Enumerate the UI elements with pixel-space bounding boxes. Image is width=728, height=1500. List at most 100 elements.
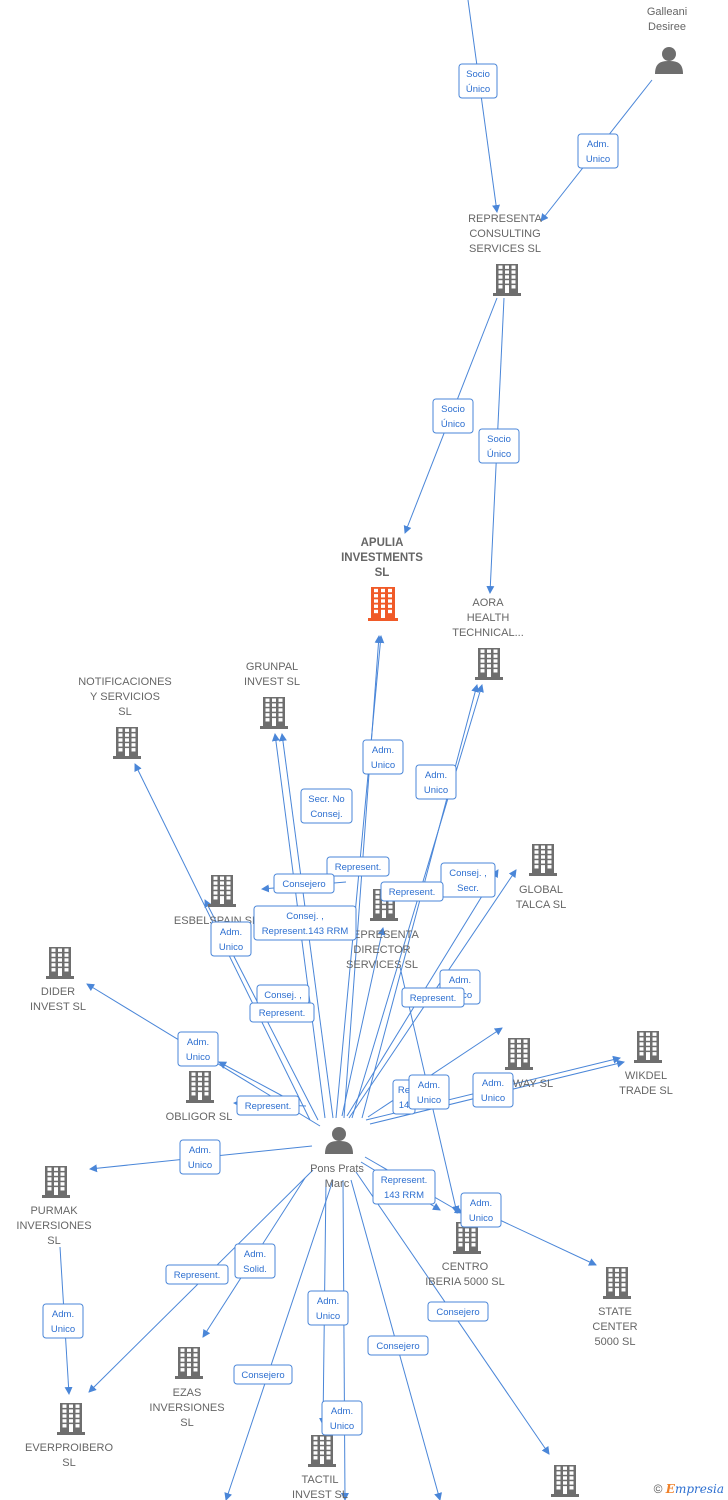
- edge-label-text: Consej.: [310, 809, 342, 820]
- edge-label-e21[interactable]: Adm.Unico: [408, 1074, 450, 1110]
- edge-label-e16[interactable]: Consej. ,: [256, 984, 310, 1005]
- edge-label-text: Adm.: [425, 770, 447, 781]
- edge-label-text: Represent.: [259, 1008, 305, 1019]
- edge-label-e28[interactable]: Adm.Unico: [42, 1303, 84, 1339]
- edge-label-box: [408, 1074, 450, 1110]
- edge-label-e17[interactable]: Represent.: [249, 1002, 315, 1023]
- edge-label-e26[interactable]: Adm.Solid.: [234, 1243, 276, 1279]
- edge-label-e15[interactable]: Represent.: [401, 987, 465, 1008]
- node-label: SL: [118, 706, 131, 718]
- edge-label-text: Consejero: [436, 1307, 479, 1318]
- edge-label-text: Adm.: [331, 1406, 353, 1417]
- edge-label-e33[interactable]: Adm.Unico: [321, 1400, 363, 1436]
- edge-line: [224, 1179, 334, 1500]
- edge-label-e22[interactable]: Adm.Unico: [472, 1072, 514, 1108]
- edge-label-box: [177, 1031, 219, 1067]
- edge-label-e30[interactable]: Adm.Unico: [307, 1290, 349, 1326]
- edge-label-box: [210, 921, 252, 957]
- edge-label-e31[interactable]: Consejero: [367, 1335, 429, 1356]
- edge-label-e27[interactable]: Represent.: [165, 1264, 229, 1285]
- edge-label-text: Unico: [371, 760, 395, 771]
- node-label: NOTIFICACIONES: [78, 676, 172, 688]
- edge-label-text: Unico: [417, 1095, 441, 1106]
- edge-label-box: [273, 873, 335, 894]
- building-icon: [260, 697, 288, 729]
- edge-label-text: Adm.: [187, 1037, 209, 1048]
- brand-initial: E: [665, 1482, 675, 1496]
- edge-label-e24[interactable]: Represent.143 RRM: [372, 1169, 436, 1205]
- edge-label-text: Secr.: [457, 883, 479, 894]
- edge-label-e29[interactable]: Consejero: [233, 1364, 293, 1385]
- edge-label-e32[interactable]: Consejero: [427, 1301, 489, 1322]
- edge-label-text: Represent.: [389, 887, 435, 898]
- edge-label-e5[interactable]: Adm.Unico: [362, 739, 404, 775]
- node-bottom-right[interactable]: [551, 1465, 579, 1497]
- edge-label-e11[interactable]: Represent.: [380, 881, 444, 902]
- node-obligor[interactable]: OBLIGOR SL: [166, 1071, 233, 1123]
- building-icon: [57, 1403, 85, 1435]
- edge-label-box: [458, 63, 498, 99]
- edge-label-text: Unico: [186, 1052, 210, 1063]
- edge-label-e8[interactable]: Represent.: [326, 856, 390, 877]
- edge-label-text: Unico: [219, 942, 243, 953]
- edge-label-text: Socio: [466, 69, 490, 80]
- edge-label-box: [307, 1290, 349, 1326]
- edge-line: [218, 1061, 291, 1101]
- edge-label-box: [321, 1400, 363, 1436]
- node-way[interactable]: WAY SL: [505, 1038, 553, 1090]
- edge-label-e18[interactable]: Adm. Unico: [177, 1031, 219, 1067]
- edge-label-e25[interactable]: Adm.Unico: [460, 1192, 502, 1228]
- node-label: AORA: [472, 597, 504, 609]
- edge-label-text: Consejero: [282, 879, 325, 890]
- node-label: STATE: [598, 1306, 632, 1318]
- edge-label-e23[interactable]: Adm.Unico: [179, 1139, 221, 1175]
- edge-label-box: [234, 1243, 276, 1279]
- edge-label-e6[interactable]: Adm.Unico: [415, 764, 457, 800]
- node-aora[interactable]: AORAHEALTHTECHNICAL...: [452, 597, 524, 680]
- building-icon: [529, 844, 557, 876]
- node-label: Desiree: [648, 21, 686, 33]
- edge-label-text: Represent.: [245, 1101, 291, 1112]
- building-icon: [113, 727, 141, 759]
- edge-label-e10[interactable]: Consej. ,Secr.: [440, 862, 496, 898]
- edge-label-box: [367, 1335, 429, 1356]
- node-label: 5000 SL: [595, 1336, 636, 1348]
- edge-label-e13[interactable]: Adm.Unico: [210, 921, 252, 957]
- edge-label-e12[interactable]: Consej. ,Represent.143 RRM: [253, 905, 357, 941]
- edge-label-e9[interactable]: Consejero: [273, 873, 335, 894]
- edge-label-box: [401, 987, 465, 1008]
- building-icon: [42, 1166, 70, 1198]
- node-label: INVESTMENTS: [341, 552, 423, 564]
- node-label: INVERSIONES: [16, 1220, 91, 1232]
- node-label: DIRECTOR: [353, 944, 410, 956]
- edge-label-box: [440, 862, 496, 898]
- edge-label-e19[interactable]: Represent.: [236, 1095, 300, 1116]
- node-label: GLOBAL: [519, 884, 563, 896]
- node-label: REPRESENTA: [345, 929, 419, 941]
- edge-line: [340, 1179, 349, 1500]
- node-label: Y SERVICIOS: [90, 691, 160, 703]
- node-esbelspain[interactable]: ESBELSPAIN SL: [174, 875, 258, 927]
- node-label: INVEST SL: [292, 1489, 348, 1500]
- node-notificaciones[interactable]: NOTIFICACIONES Y SERVICIOS SL: [78, 676, 172, 759]
- edge-label-e2[interactable]: Adm.Unico: [577, 133, 619, 169]
- copyright-symbol: ©: [653, 1482, 663, 1496]
